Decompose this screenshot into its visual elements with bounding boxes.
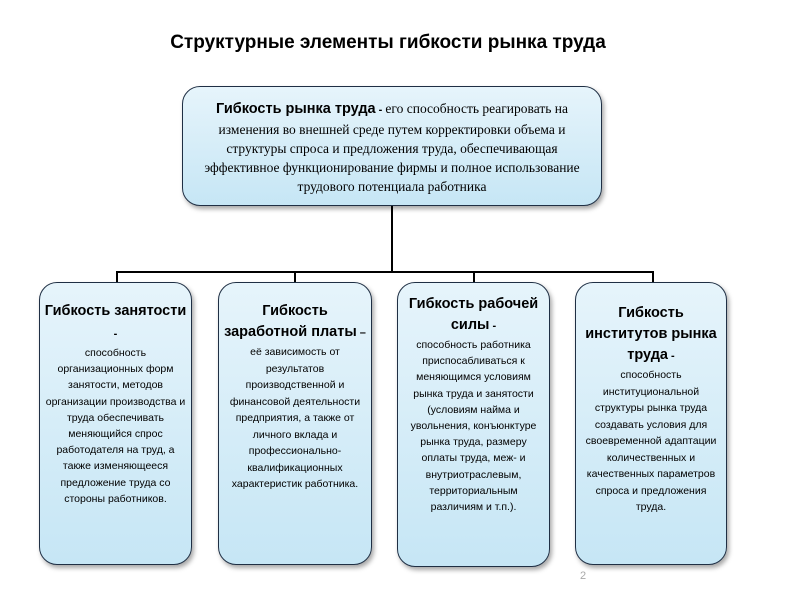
element-heading: Гибкость рабочей силы - <box>408 296 539 333</box>
definition-box: Гибкость рынка труда - его способность р… <box>182 86 602 206</box>
slide-title: Структурные элементы гибкости рынка труд… <box>170 32 606 53</box>
element-description: способность организационных форм занятос… <box>45 347 186 505</box>
element-heading: Гибкость институтов рынка труда - <box>585 305 717 363</box>
element-heading: Гибкость занятости - <box>44 303 187 340</box>
definition-term: Гибкость рынка труда <box>215 101 376 117</box>
element-box-institutions: Гибкость институтов рынка труда - способ… <box>575 282 727 565</box>
definition-dash: - <box>375 104 386 116</box>
definition-body: его способность реагировать на изменения… <box>204 101 580 194</box>
element-description: её зависимость от результатов производст… <box>229 346 361 490</box>
element-box-employment: Гибкость занятости - способность организ… <box>39 282 192 565</box>
page-number: 2 <box>580 570 587 582</box>
element-description: способность работника приспосабливаться … <box>410 339 537 514</box>
element-box-workforce: Гибкость рабочей силы - способность рабо… <box>397 282 550 567</box>
element-heading: Гибкость заработной платы – <box>224 303 366 340</box>
element-description: способность институциональной структуры … <box>585 369 717 513</box>
element-box-wages: Гибкость заработной платы – её зависимос… <box>218 282 372 565</box>
definition-text: Гибкость рынка труда - его способность р… <box>193 99 591 196</box>
